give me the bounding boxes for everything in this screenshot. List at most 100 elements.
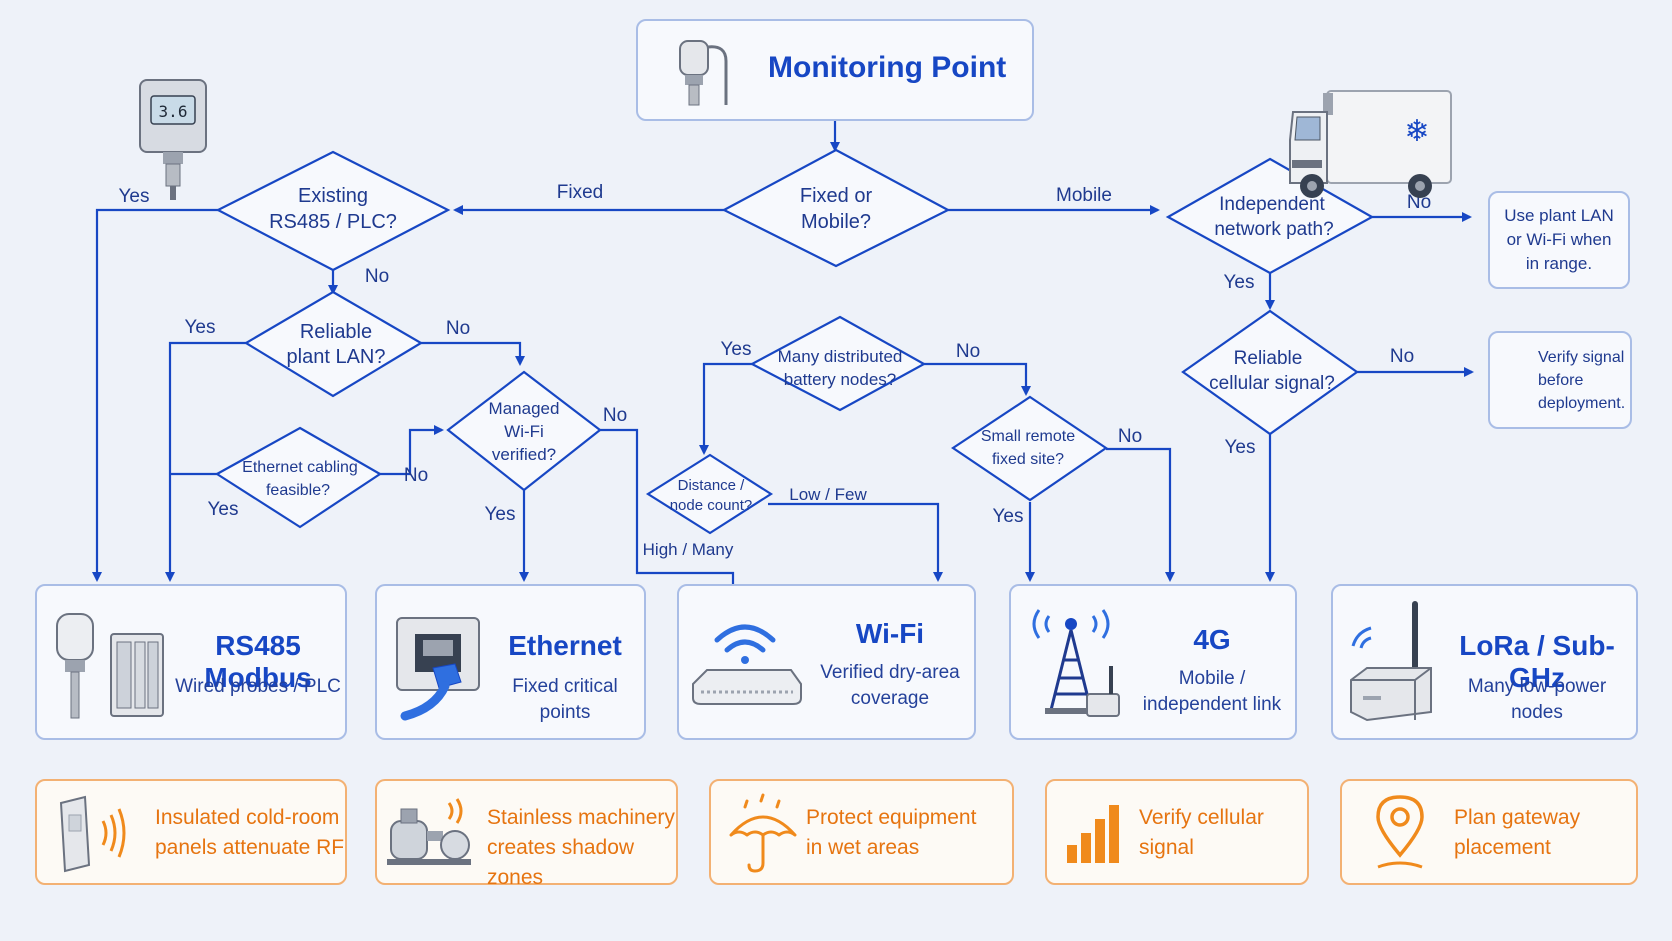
managed-wifi-line1: Managed <box>489 399 560 418</box>
reliable-lan-line1: Reliable <box>300 321 372 343</box>
small-remote-line2: fixed site? <box>992 451 1064 468</box>
diamond-distance-count <box>645 453 774 535</box>
tip-wet-line2: in wet areas <box>806 836 920 859</box>
label-indep-yes: Yes <box>1224 272 1255 293</box>
verify-signal-note-line3: deployment. <box>1538 395 1626 412</box>
label-cell-no: No <box>1390 346 1414 367</box>
tip-cellular-text: Verify cellular signal <box>1139 803 1264 863</box>
page-title: Monitoring Point <box>768 51 1007 84</box>
plant-lan-note-line1: Use plant LAN <box>1504 206 1614 225</box>
independent-path-line1: Independent <box>1219 194 1325 215</box>
probe-sensor-icon <box>679 40 728 106</box>
tip-cold-room-panels: Insulated cold-room panels attenuate RF <box>35 779 347 885</box>
diamond-reliable-lan <box>243 290 424 398</box>
tech-lora: LoRa / Sub-GHz Many low-power nodes <box>1331 584 1638 740</box>
label-wifi-no: No <box>603 405 627 426</box>
diamond-small-remote <box>951 395 1108 502</box>
sensor-display-value: 3.6 <box>159 102 188 121</box>
wifi-router-icon <box>692 624 802 705</box>
label-wifi-yes: Yes <box>485 504 516 525</box>
label-indep-no: No <box>1407 192 1431 213</box>
edge-low-few <box>768 502 943 582</box>
tip-cellular-line2: signal <box>1139 836 1194 859</box>
label-cabling-no: No <box>404 465 428 486</box>
diamond-reliable-cellular <box>1181 309 1359 436</box>
machinery-icon <box>387 798 471 865</box>
plant-lan-note-line2: or Wi-Fi when <box>1506 230 1612 249</box>
lora-gateway-icon <box>1350 601 1432 722</box>
tech-ethernet: Ethernet Fixed critical points <box>375 584 646 740</box>
tech-sub-4g-1: Mobile / <box>1178 668 1246 689</box>
edge-battery-no <box>924 362 1031 396</box>
tech-sub-ethernet-1: Fixed critical points <box>512 676 618 723</box>
tech-title-wifi: Wi-Fi <box>855 618 925 649</box>
label-battery-no: No <box>956 341 980 362</box>
label-lan-yes: Yes <box>185 317 216 338</box>
small-remote-line1: Small remote <box>981 428 1075 445</box>
tech-wifi: Wi-Fi Verified dry-area coverage <box>677 584 976 740</box>
location-pin-icon <box>1376 795 1424 869</box>
label-remote-no: No <box>1118 426 1142 447</box>
ethernet-port-cable-icon <box>396 617 480 721</box>
tip-cold-room-line1: Insulated cold-room <box>155 806 340 829</box>
umbrella-rain-icon <box>729 793 797 873</box>
tip-verify-cellular: Verify cellular signal <box>1045 779 1309 885</box>
label-cell-yes: Yes <box>1225 437 1256 458</box>
plant-lan-note: Use plant LAN or Wi-Fi when in range. <box>1488 191 1630 289</box>
fixed-mobile-line2: Mobile? <box>801 211 871 233</box>
snowflake-icon: ❄ <box>1404 114 1429 149</box>
edge-battery-yes <box>699 362 752 455</box>
tip-cold-room-line2: panels attenuate RF <box>155 836 345 859</box>
verify-signal-note-line2: before <box>1538 372 1584 389</box>
label-mobile: Mobile <box>1056 185 1112 206</box>
label-battery-yes: Yes <box>721 339 752 360</box>
distance-count-line1: Distance / <box>678 477 746 494</box>
verify-signal-note-line1: Verify signal <box>1538 349 1625 366</box>
ethernet-cabling-line1: Ethernet cabling <box>242 459 358 476</box>
temperature-sensor-icon: 3.6 <box>139 79 207 200</box>
tip-gateway-placement: Plan gateway placement <box>1340 779 1638 885</box>
diamond-managed-wifi <box>446 370 602 492</box>
tip-gateway-text: Plan gateway placement <box>1454 803 1580 863</box>
existing-rs485-line1: Existing <box>298 185 368 207</box>
diamond-independent-path <box>1165 157 1375 275</box>
edge-lan-no <box>421 341 525 366</box>
existing-rs485-line2: RS485 / PLC? <box>269 211 397 233</box>
tech-sub-lora-2: nodes <box>1511 702 1563 723</box>
verify-signal-note: Verify signal before deployment. <box>1488 331 1632 429</box>
reliable-cellular-line1: Reliable <box>1234 348 1303 369</box>
label-rs485-no: No <box>365 266 389 287</box>
fixed-mobile-line1: Fixed or <box>800 185 873 207</box>
label-fixed: Fixed <box>557 182 603 203</box>
signal-bars-icon <box>1067 805 1119 863</box>
edge-rs485-yes <box>92 208 218 582</box>
edge-cabling-no <box>380 425 444 476</box>
monitoring-point-box: Monitoring Point <box>636 19 1034 121</box>
reliable-cellular-line2: cellular signal? <box>1209 373 1335 394</box>
reliable-lan-line2: plant LAN? <box>287 346 386 368</box>
label-high-many: High / Many <box>643 540 734 559</box>
diamond-many-battery <box>749 315 927 412</box>
label-remote-yes: Yes <box>993 506 1024 527</box>
tip-gateway-line1: Plan gateway <box>1454 806 1581 829</box>
tech-title-4g: 4G <box>1193 624 1231 655</box>
edge-remote-no <box>1106 447 1175 582</box>
label-rs485-yes: Yes <box>119 186 150 207</box>
diamond-fixed-mobile <box>721 148 951 268</box>
tip-wet-areas: Protect equipment in wet areas <box>709 779 1014 885</box>
tip-stainless-line1: Stainless machinery <box>487 806 675 829</box>
plant-lan-note-line3: in range. <box>1525 254 1593 273</box>
tech-title-rs485: RS485 Modbus <box>204 630 312 693</box>
tip-stainless-text: Stainless machinery creates shadow zones <box>487 803 676 893</box>
diamond-ethernet-cabling <box>214 426 383 529</box>
independent-path-line2: network path? <box>1214 219 1333 240</box>
tip-cellular-line1: Verify cellular <box>1139 806 1264 829</box>
ethernet-cabling-line2: feasible? <box>266 482 330 499</box>
rs485-probe-plc-icon <box>56 613 164 719</box>
tip-stainless-machinery: Stainless machinery creates shadow zones <box>375 779 678 889</box>
refrigerated-truck-icon: ❄ <box>1289 90 1452 198</box>
tech-sub-lora-1: Many low-power <box>1467 676 1607 697</box>
tech-sub-rs485-1: Wired probes / PLC <box>175 676 341 697</box>
